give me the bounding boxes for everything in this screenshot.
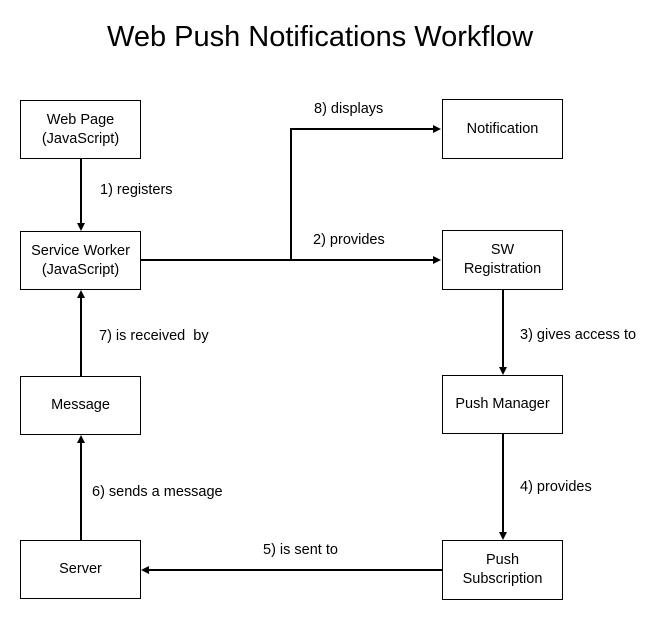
- node-service-worker[interactable]: Service Worker (JavaScript): [20, 231, 141, 290]
- edge-gives-access-line: [502, 290, 504, 368]
- edge-displays-vline: [290, 128, 292, 260]
- edge-displays-arrowhead: [433, 124, 441, 133]
- edge-label-provides-sub: 4) provides: [520, 479, 592, 495]
- edge-label-gives-access: 3) gives access to: [520, 327, 637, 343]
- node-server[interactable]: Server: [20, 540, 141, 599]
- edge-sends-message-line: [80, 442, 82, 540]
- edge-registers-arrowhead: [76, 223, 85, 231]
- edge-provides-sub-line: [502, 434, 504, 533]
- edge-label-is-sent-to: 5) is sent to: [263, 542, 338, 558]
- edge-is-sent-to-line: [148, 569, 442, 571]
- edge-is-received-by-line: [80, 297, 82, 376]
- edge-gives-access-arrowhead: [498, 367, 507, 375]
- edge-provides-sw-line: [141, 259, 435, 261]
- edge-displays-hline: [290, 128, 435, 130]
- node-push-manager[interactable]: Push Manager: [442, 375, 563, 434]
- node-message[interactable]: Message: [20, 376, 141, 435]
- edge-label-is-received-by: 7) is received by: [99, 328, 209, 344]
- node-sw-registration[interactable]: SW Registration: [442, 230, 563, 290]
- edge-sends-message-arrowhead: [76, 435, 85, 443]
- edge-provides-sw-arrowhead: [433, 255, 441, 264]
- edge-provides-sub-arrowhead: [498, 532, 507, 540]
- edge-is-received-by-arrowhead: [76, 290, 85, 298]
- node-push-subscription[interactable]: Push Subscription: [442, 540, 563, 600]
- edge-label-registers: 1) registers: [100, 182, 173, 198]
- edge-label-provides-sw: 2) provides: [313, 232, 385, 248]
- edge-label-displays: 8) displays: [314, 101, 384, 117]
- node-web-page[interactable]: Web Page (JavaScript): [20, 100, 141, 159]
- edge-registers-line: [80, 159, 82, 224]
- edge-is-sent-to-arrowhead: [141, 565, 149, 574]
- page-title: Web Push Notifications Workflow: [106, 21, 534, 53]
- node-notification[interactable]: Notification: [442, 99, 563, 159]
- edge-label-sends-message: 6) sends a message: [92, 484, 223, 500]
